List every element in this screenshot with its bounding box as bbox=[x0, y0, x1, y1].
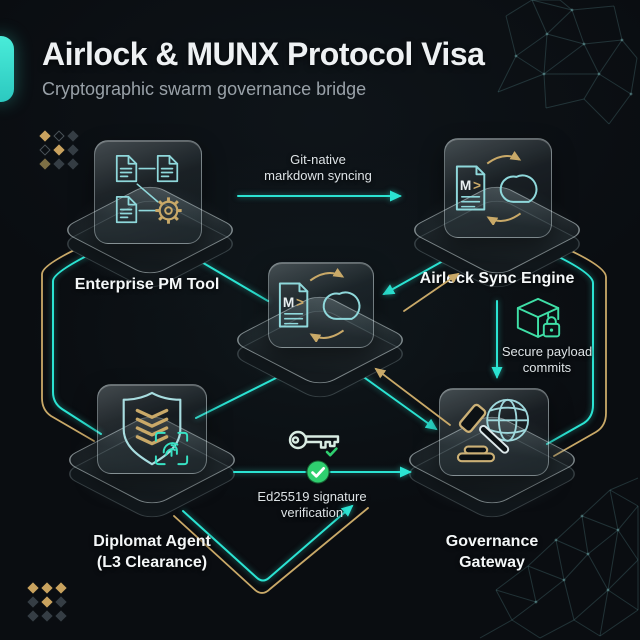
glass-panel bbox=[439, 388, 549, 476]
page-title: Airlock & MUNX Protocol Visa bbox=[42, 36, 485, 72]
teal-rail-left bbox=[52, 243, 112, 435]
svg-text:>: > bbox=[473, 178, 481, 193]
page-subtitle: Cryptographic swarm governance bridge bbox=[42, 79, 367, 99]
arrow-core-to-airlock bbox=[403, 272, 460, 312]
gold-rail-bottom bbox=[173, 507, 369, 594]
check-circle-icon bbox=[305, 459, 331, 485]
gold-rail-right bbox=[548, 240, 607, 457]
node-label-governance-gateway: Governance Gateway bbox=[445, 533, 539, 571]
markdown-cloud-sync-icon: M > bbox=[278, 268, 361, 342]
teal-rail-bottom bbox=[182, 504, 354, 582]
teal-rail-right bbox=[541, 248, 594, 445]
glass-panel: M > bbox=[444, 138, 552, 238]
line-diplomat-to-core bbox=[195, 370, 291, 419]
teal-accent-bar bbox=[0, 36, 14, 102]
svg-text:M: M bbox=[460, 178, 471, 193]
markdown-cloud-sync-icon: M > bbox=[455, 151, 538, 225]
shield-chevrons-fingerprint-icon bbox=[122, 391, 189, 466]
documents-workflow-gear-icon bbox=[115, 155, 182, 224]
edge-label-signature-verification: Ed25519 signature verification bbox=[257, 489, 367, 520]
poly-mesh-bottom-right bbox=[479, 477, 639, 639]
edge-label-secure-commits: Secure payload commits bbox=[501, 344, 593, 375]
package-lock-icon bbox=[516, 297, 561, 338]
gold-rail-left bbox=[41, 236, 104, 442]
glass-panel: M > bbox=[268, 262, 374, 348]
gavel-globe-icon bbox=[456, 398, 530, 463]
svg-text:>: > bbox=[296, 295, 304, 310]
glass-panel bbox=[97, 384, 207, 474]
svg-text:M: M bbox=[283, 295, 294, 310]
poly-mesh-top-right bbox=[497, 0, 638, 125]
node-label-diplomat-agent: Diplomat Agent (L3 Clearance) bbox=[93, 533, 211, 571]
arrow-gateway-to-core bbox=[374, 367, 451, 426]
key-icon bbox=[288, 430, 340, 457]
node-label-enterprise-pm: Enterprise PM Tool bbox=[74, 276, 220, 293]
edge-label-git-sync: Git-native markdown syncing bbox=[264, 152, 372, 183]
arrow-core-to-gateway bbox=[357, 372, 438, 431]
glass-panel bbox=[94, 140, 202, 244]
